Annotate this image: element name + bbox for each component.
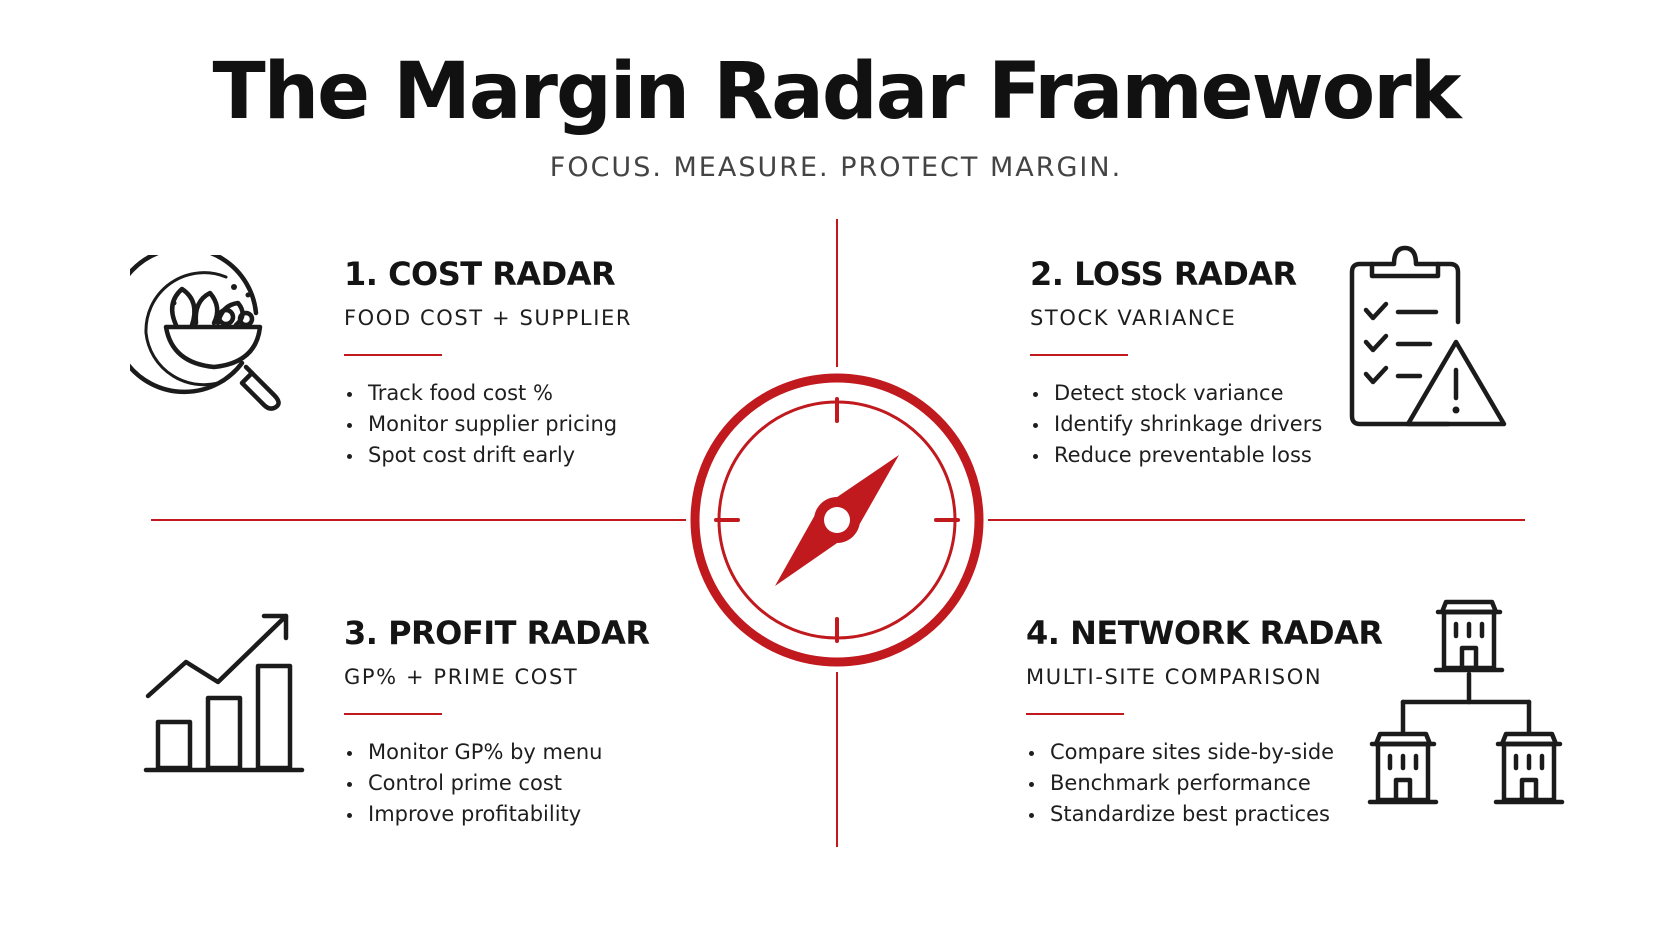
list-item: Monitor supplier pricing: [344, 409, 684, 440]
compass-icon: [690, 373, 984, 667]
quadrant-subtitle: GP% + PRIME COST: [344, 665, 579, 689]
page-title: The Margin Radar Framework: [212, 47, 1461, 137]
list-item: Control prime cost: [344, 768, 684, 799]
quadrant-subtitle: FOOD COST + SUPPLIER: [344, 306, 633, 330]
quadrant-title: 1. COST RADAR: [344, 255, 616, 293]
quadrant-cost-radar: 1. COST RADAR FOOD COST + SUPPLIER Track…: [344, 254, 684, 471]
list-item: Detect stock variance: [1030, 378, 1370, 409]
multi-site-network-icon: [1364, 596, 1580, 808]
vertical-divider-top: [836, 219, 838, 367]
horizontal-divider-right: [988, 519, 1525, 521]
page-subtitle: FOCUS. MEASURE. PROTECT MARGIN.: [549, 152, 1123, 183]
food-bowl-magnifier-icon: [130, 255, 281, 411]
list-item: Track food cost %: [344, 378, 684, 409]
quadrant-subtitle: MULTI-SITE COMPARISON: [1026, 665, 1323, 689]
list-item: Standardize best practices: [1026, 799, 1366, 830]
list-item: Reduce preventable loss: [1030, 440, 1370, 471]
vertical-divider-bottom: [836, 672, 838, 847]
quadrant-rule: [344, 713, 442, 715]
bullet-list: Compare sites side-by-side Benchmark per…: [1026, 737, 1366, 830]
list-item: Improve profitability: [344, 799, 684, 830]
growth-chart-icon: [143, 613, 305, 773]
quadrant-subtitle: STOCK VARIANCE: [1030, 306, 1237, 330]
quadrant-loss-radar: 2. LOSS RADAR STOCK VARIANCE Detect stoc…: [1030, 254, 1370, 471]
quadrant-rule: [1026, 713, 1124, 715]
list-item: Spot cost drift early: [344, 440, 684, 471]
list-item: Compare sites side-by-side: [1026, 737, 1366, 768]
quadrant-rule: [1030, 354, 1128, 356]
quadrant-profit-radar: 3. PROFIT RADAR GP% + PRIME COST Monitor…: [344, 613, 684, 830]
quadrant-network-radar: 4. NETWORK RADAR MULTI-SITE COMPARISON C…: [1026, 613, 1383, 830]
horizontal-divider-left: [151, 519, 686, 521]
quadrant-rule: [344, 354, 442, 356]
bullet-list: Track food cost % Monitor supplier prici…: [344, 378, 684, 471]
list-item: Monitor GP% by menu: [344, 737, 684, 768]
list-item: Benchmark performance: [1026, 768, 1366, 799]
list-item: Identify shrinkage drivers: [1030, 409, 1370, 440]
bullet-list: Detect stock variance Identify shrinkage…: [1030, 378, 1370, 471]
quadrant-title: 4. NETWORK RADAR: [1026, 614, 1383, 652]
quadrant-title: 3. PROFIT RADAR: [344, 614, 650, 652]
quadrant-title: 2. LOSS RADAR: [1030, 255, 1297, 293]
bullet-list: Monitor GP% by menu Control prime cost I…: [344, 737, 684, 830]
clipboard-warning-icon: [1349, 245, 1507, 427]
